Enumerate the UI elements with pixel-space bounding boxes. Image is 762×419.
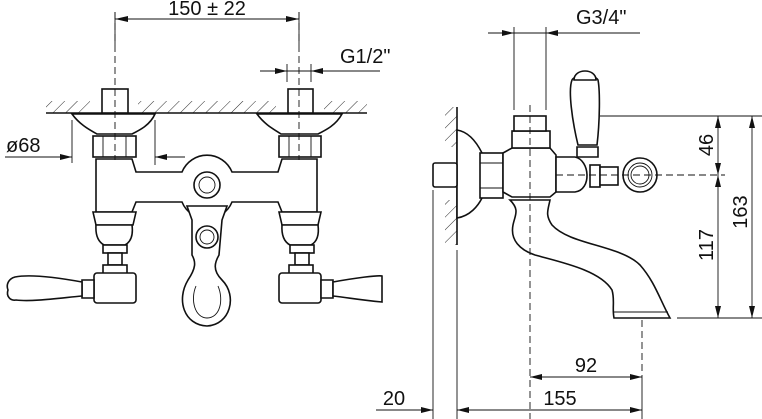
nut-left — [92, 135, 137, 158]
front-view: 150 ± 22 G1/2" ø68 — [5, 0, 390, 327]
flange-right — [255, 113, 344, 135]
spout-ring — [195, 225, 219, 249]
nut-right — [278, 135, 322, 158]
side-body — [502, 147, 557, 198]
dim-flange-diameter-label: ø68 — [6, 135, 40, 157]
dim-total-height-label: 163 — [730, 195, 752, 228]
dim-wall-offset-label: 20 — [383, 388, 405, 410]
wall-stub — [432, 162, 458, 188]
inlet-right — [287, 88, 314, 114]
side-nut — [479, 152, 504, 199]
spout-side — [508, 199, 672, 319]
diverter-ring — [193, 171, 221, 199]
spout-front — [181, 205, 232, 327]
dim-inlet-thread-label: G1/2" — [340, 46, 390, 68]
handle-block-right — [278, 272, 322, 304]
dim-centers-label: 150 ± 22 — [168, 0, 246, 20]
handle-block-left — [93, 272, 137, 304]
lever-left — [6, 275, 83, 302]
flange-left — [70, 113, 157, 135]
side-view: G3/4" 46 117 163 92 155 20 — [376, 7, 762, 419]
dim-spout-reach-label: 155 — [543, 388, 576, 410]
dim-spout-reach-axis-label: 92 — [575, 355, 597, 377]
side-lever — [569, 74, 601, 146]
dim-spout-height-label: 117 — [696, 229, 718, 261]
dim-outlet-thread-label: G3/4" — [576, 7, 626, 29]
lever-right — [332, 275, 383, 303]
dim-handle-height-label: 46 — [696, 134, 718, 156]
